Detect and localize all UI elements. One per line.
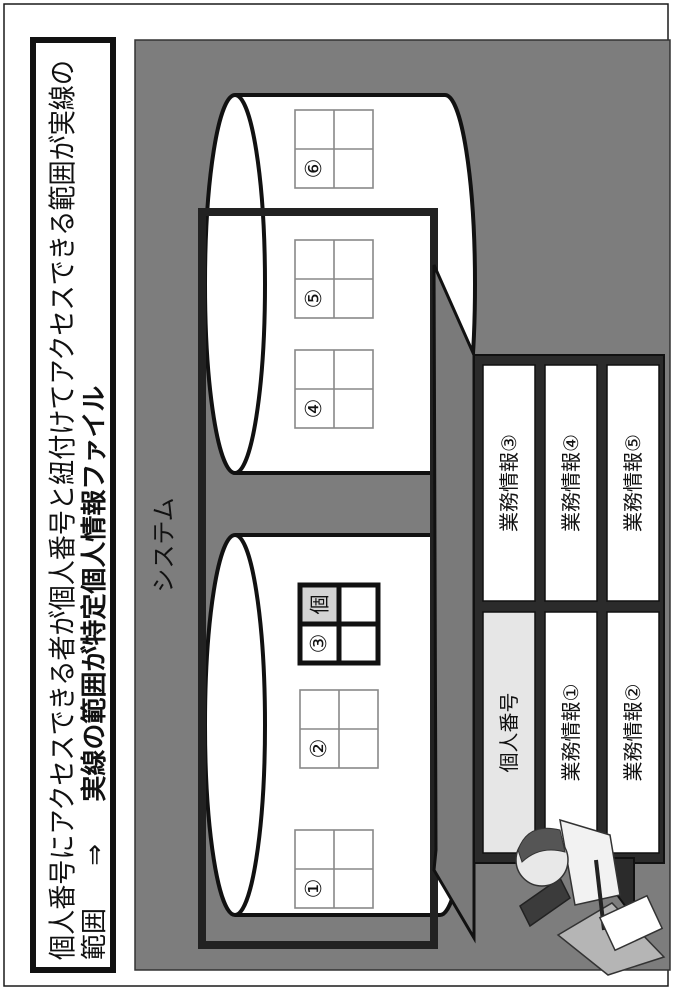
table-grid: ⑤ bbox=[294, 239, 374, 319]
database-cylinder-top bbox=[203, 93, 477, 475]
note-line-2-prefix: 範囲 bbox=[80, 908, 110, 960]
table-grid: ④ bbox=[294, 349, 374, 429]
record-cell-label: 個人番号 bbox=[497, 693, 521, 773]
table-label: ② bbox=[307, 739, 332, 759]
table-grid: ① bbox=[294, 829, 374, 909]
note-arrow: ⇒ bbox=[80, 844, 110, 866]
record-cell-business-info: 業務情報② bbox=[606, 611, 660, 854]
record-cell-label: 業務情報① bbox=[559, 684, 583, 782]
table-label: ⑥ bbox=[302, 159, 327, 179]
record-cell-label: 業務情報④ bbox=[559, 434, 583, 532]
table-grid: ② bbox=[299, 689, 379, 769]
table-grid: ⑥ bbox=[294, 109, 374, 189]
note-line-2-bold: 実線の範囲が特定個人情報ファイル bbox=[79, 386, 110, 802]
callout-wedge bbox=[432, 264, 476, 944]
record-cells: 個人番号 業務情報① 業務情報② 業務情報③ 業務情報④ 業務情報⑤ bbox=[482, 364, 660, 854]
record-cell-business-info: 業務情報⑤ bbox=[606, 364, 660, 602]
table-label: ④ bbox=[302, 399, 327, 419]
note-box bbox=[30, 37, 116, 973]
record-cell-business-info: 業務情報③ bbox=[482, 364, 536, 602]
table-label: ① bbox=[302, 879, 327, 899]
note-text-group: 個人番号にアクセスできる者が個人番号と紐付けてアクセスできる範囲が実線の bbox=[46, 60, 79, 960]
system-label: システム bbox=[150, 497, 178, 592]
personal-number-cell-label: 個 bbox=[308, 595, 332, 615]
table-label: ③ bbox=[307, 634, 332, 654]
record-cell-business-info: 業務情報④ bbox=[544, 364, 598, 602]
record-cell-label: 業務情報② bbox=[621, 684, 645, 782]
record-cell-business-info: 業務情報① bbox=[544, 611, 598, 854]
table-grid: ③個 bbox=[297, 582, 381, 666]
svg-text:範囲 ⇒ 実線の範囲が特定個人情報フ: 範囲 ⇒ 実線の範囲が特定個人情報ファイル bbox=[79, 386, 110, 960]
record-cell-personal-number: 個人番号 bbox=[482, 611, 536, 854]
person-at-computer-icon bbox=[515, 818, 666, 976]
record-cell-label: 業務情報⑤ bbox=[621, 434, 645, 532]
table-label: ⑤ bbox=[302, 289, 327, 309]
record-cell-label: 業務情報③ bbox=[497, 434, 521, 532]
note-line-1: 個人番号にアクセスできる者が個人番号と紐付けてアクセスできる範囲が実線の bbox=[46, 60, 79, 960]
